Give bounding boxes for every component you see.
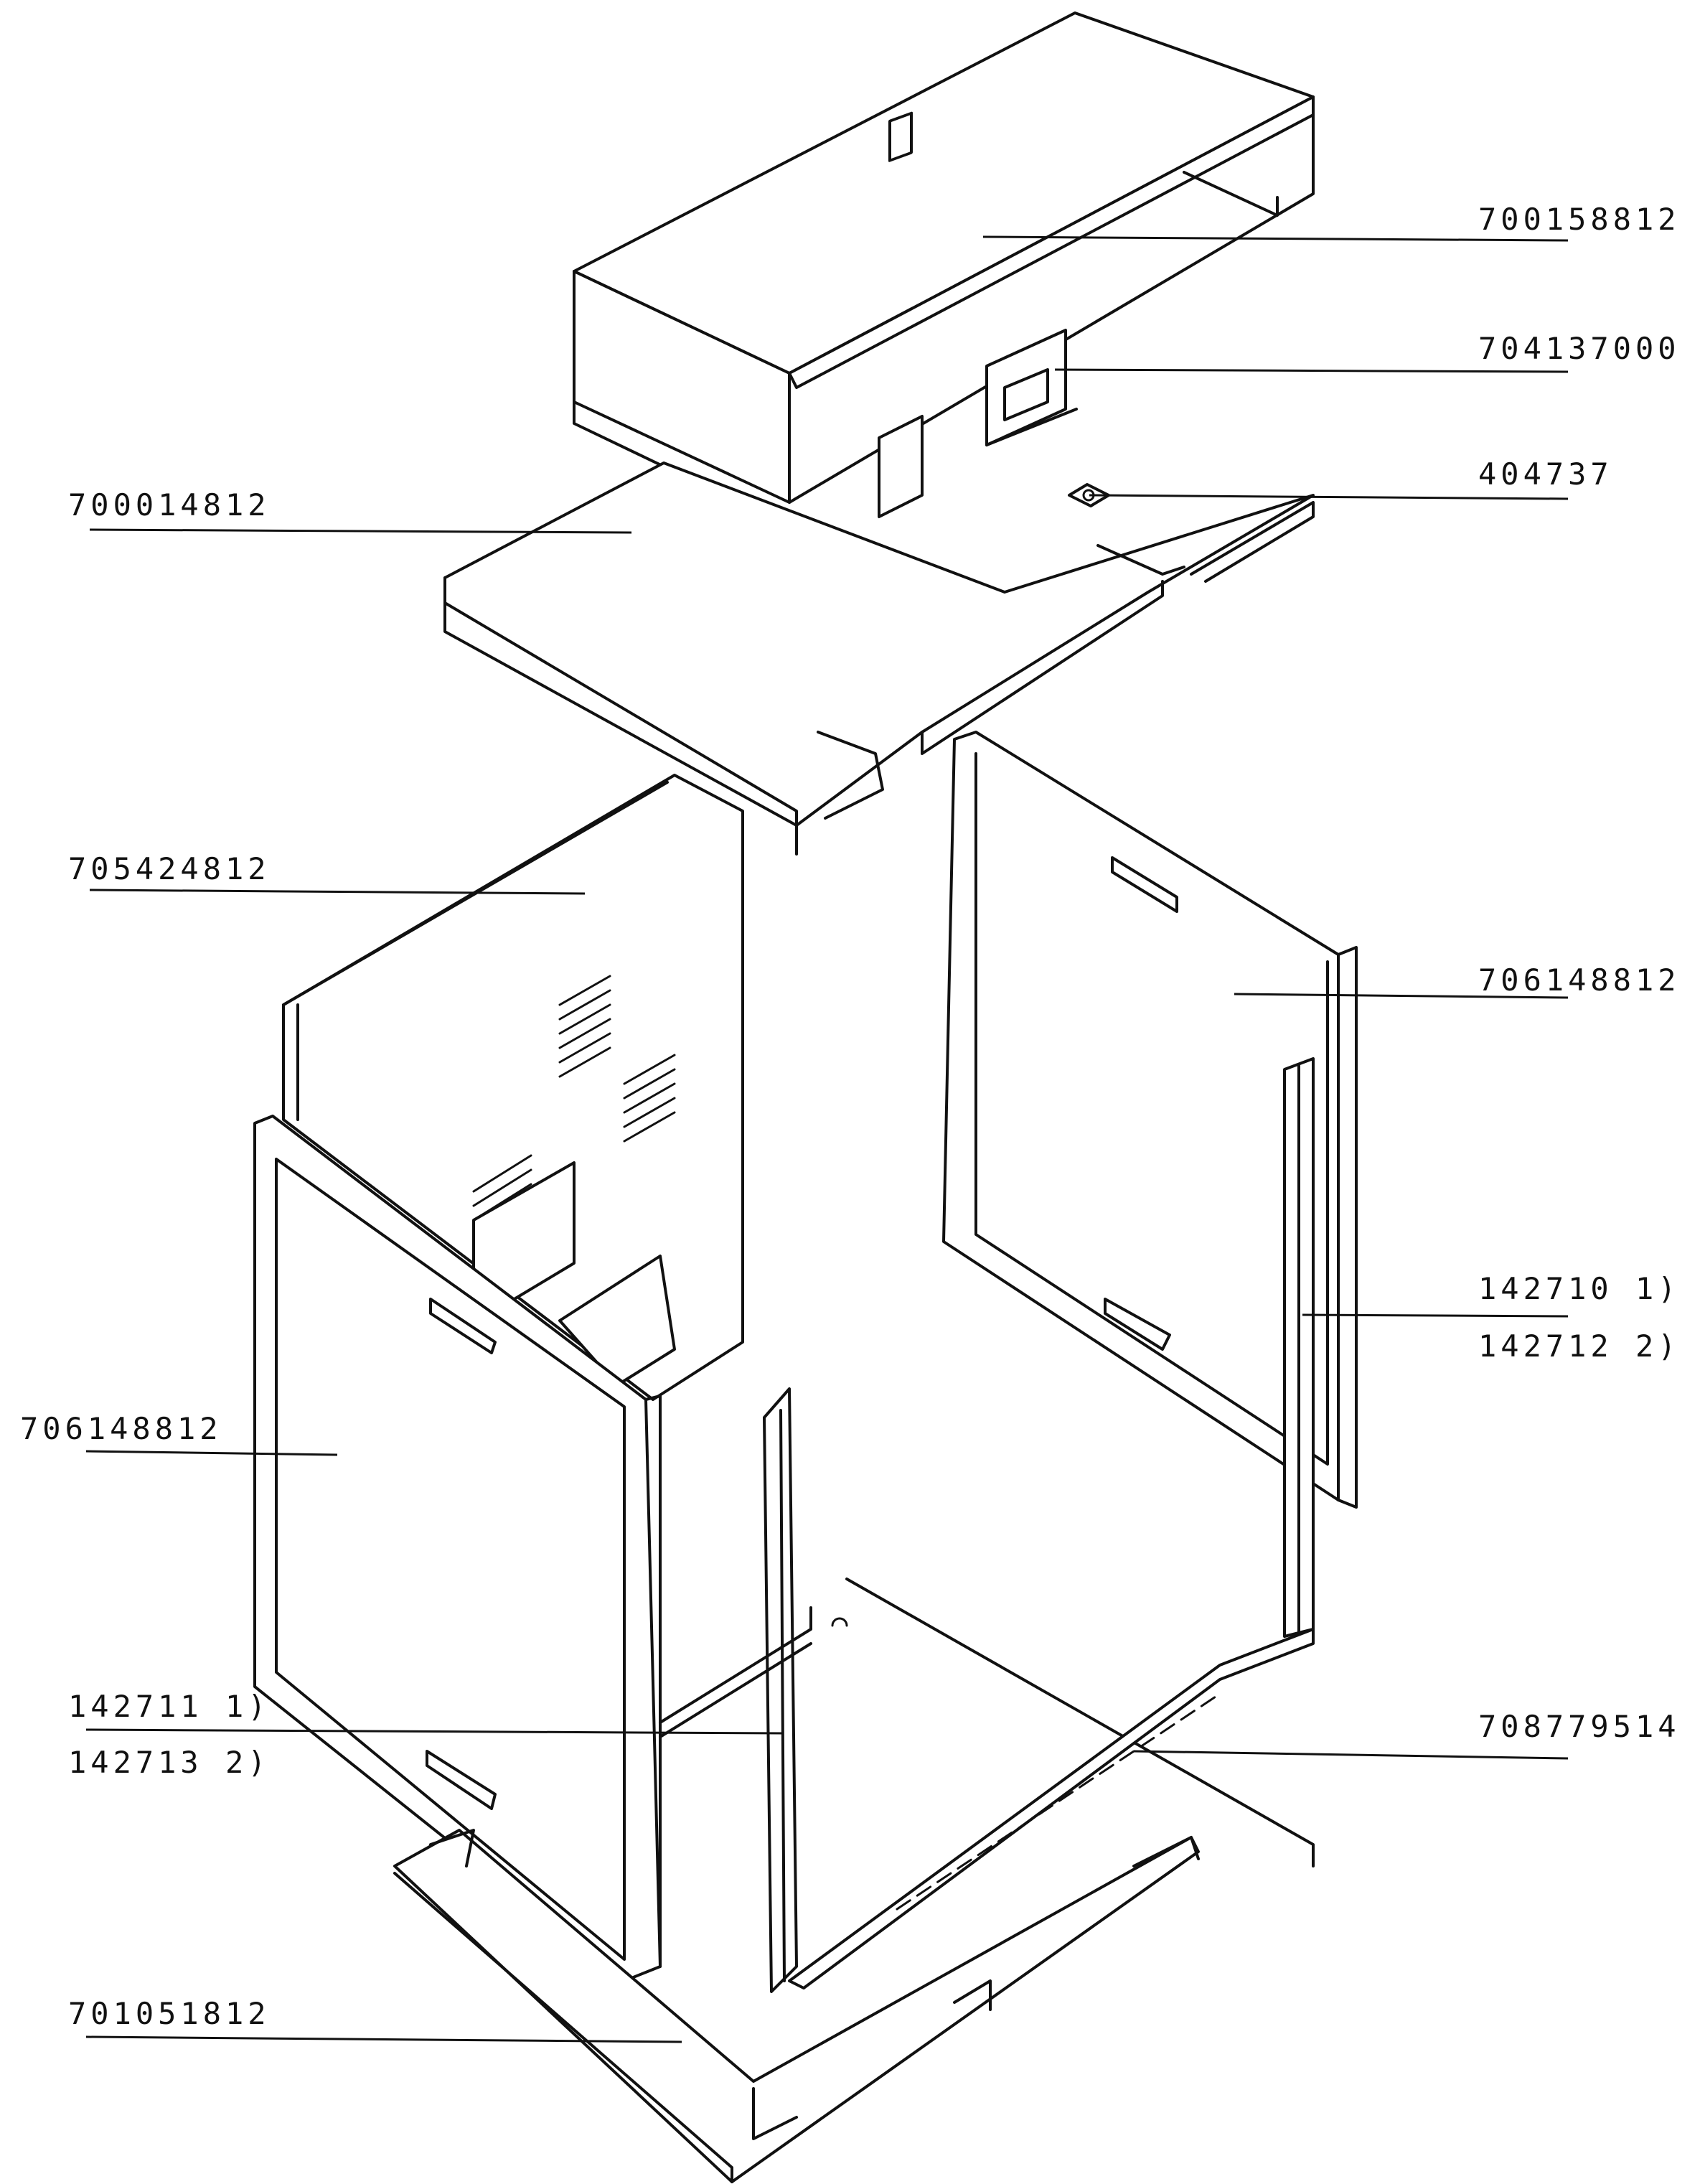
- label-top-panel: 700014812: [68, 487, 271, 522]
- leader-left-rail: [85, 1728, 783, 1735]
- leader-base-plate: [85, 2035, 682, 2043]
- leader-left-side-panel: [85, 1450, 338, 1456]
- right-rail-part: [1283, 1057, 1315, 1638]
- label-left-rail-a: 142711 1): [68, 1689, 271, 1724]
- label-bottom-frame: 708779514: [1478, 1709, 1681, 1744]
- left-side-panel-part: [253, 1115, 662, 1982]
- top-cover-part: [573, 11, 1315, 507]
- label-right-side-panel: 706148812: [1478, 962, 1681, 998]
- base-plate-part: [393, 1829, 1200, 2183]
- leader-right-side-panel: [1234, 993, 1569, 999]
- leader-lines: [85, 235, 1569, 2043]
- label-right-rail-a: 142710 1): [1478, 1271, 1681, 1306]
- bottom-frame-part: [659, 1578, 1315, 1989]
- label-left-side-panel: 706148812: [20, 1411, 222, 1446]
- leader-bottom-frame: [1133, 1750, 1569, 1760]
- back-panel-part: [282, 774, 744, 1401]
- label-right-rail-b: 142712 2): [1478, 1328, 1681, 1364]
- leader-right-rail: [1302, 1313, 1569, 1318]
- label-base-plate: 701051812: [68, 1996, 271, 2031]
- leader-top-cover: [982, 235, 1569, 242]
- vent-cover-part: [878, 111, 1078, 518]
- label-clip: 404737: [1478, 456, 1613, 492]
- leader-vent-cover: [1054, 368, 1569, 373]
- label-back-panel: 705424812: [68, 851, 271, 886]
- label-vent-cover: 704137000: [1478, 331, 1681, 366]
- leader-back-panel: [89, 889, 586, 895]
- left-rail-part: [763, 1387, 798, 1993]
- leader-clip: [1089, 494, 1569, 500]
- label-left-rail-b: 142713 2): [68, 1745, 271, 1780]
- right-side-panel-part: [942, 731, 1358, 1509]
- leader-top-panel: [89, 528, 632, 534]
- label-top-cover: 700158812: [1478, 202, 1681, 237]
- top-panel-part: [443, 461, 1315, 856]
